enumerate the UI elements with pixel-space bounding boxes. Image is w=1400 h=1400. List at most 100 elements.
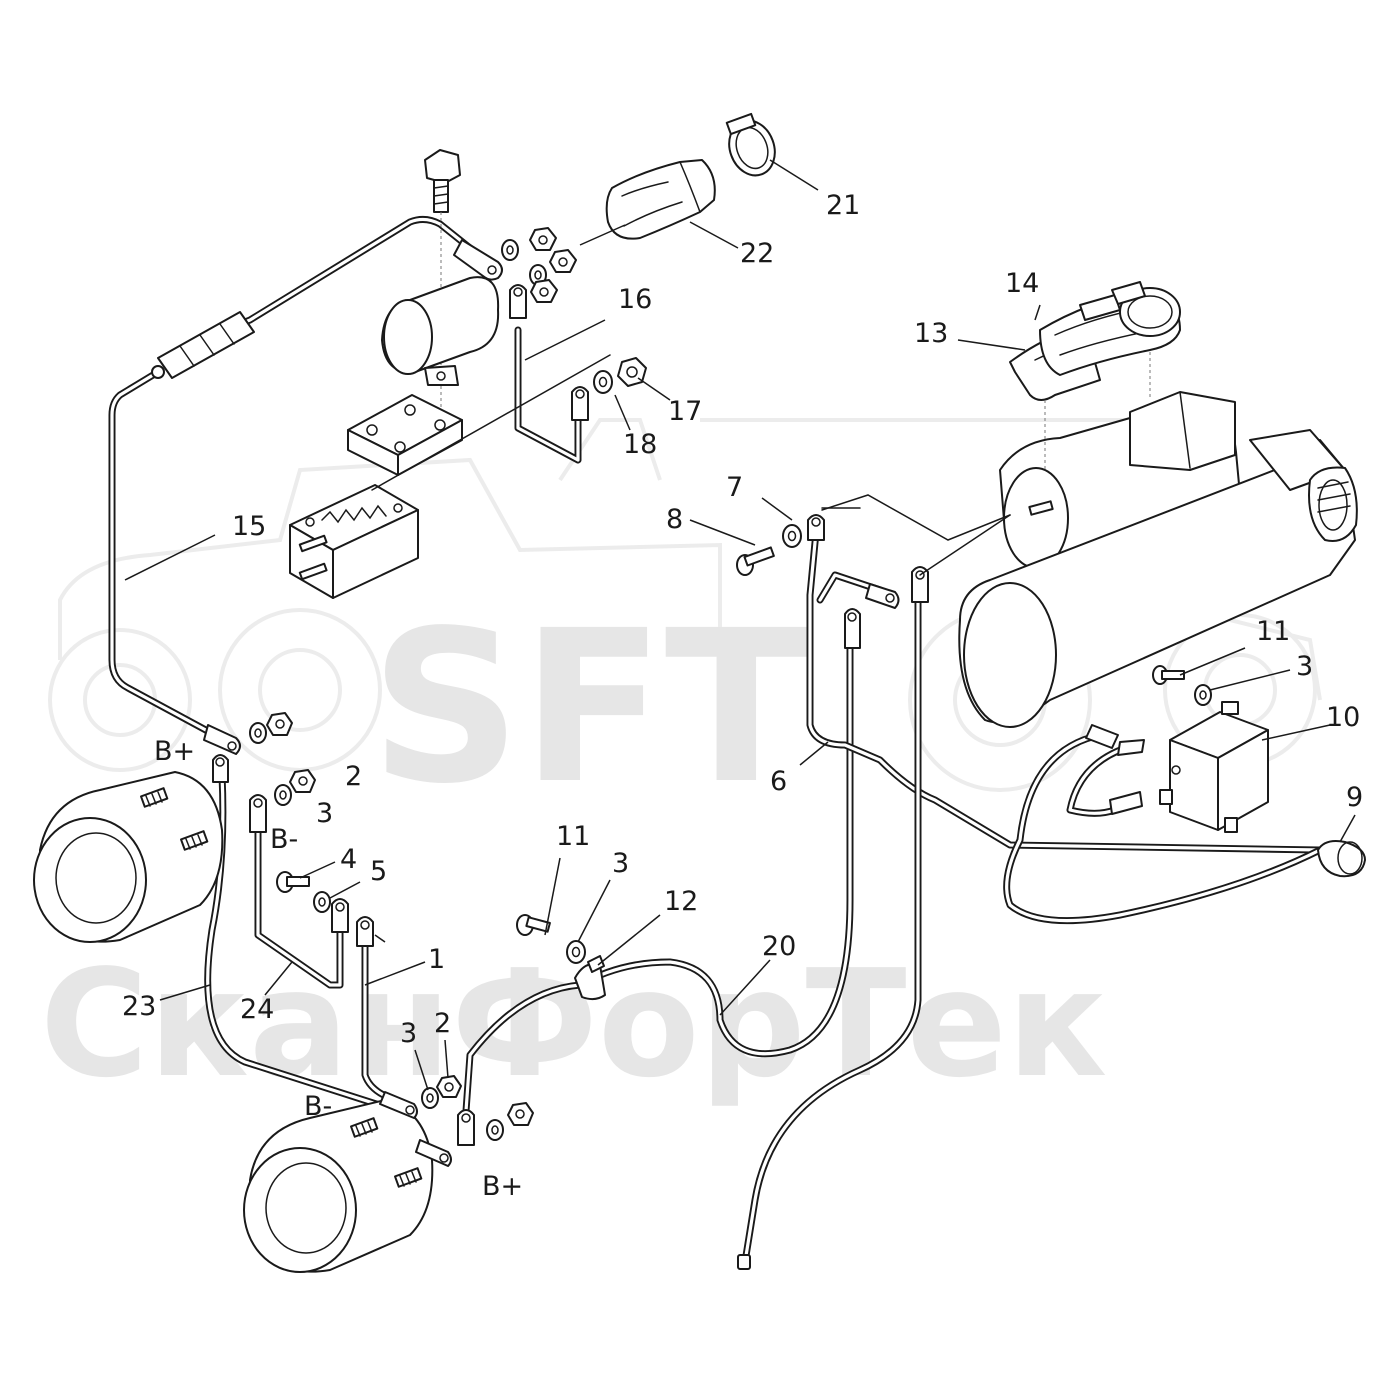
ring-terminal-20-end [457, 1109, 475, 1146]
ring-terminal-23-bottom [415, 1139, 452, 1167]
washer-7 [782, 524, 802, 548]
callout-2-bottom: 2 [434, 1008, 451, 1039]
washer-3-top [274, 784, 292, 806]
ring-terminal-6-top [807, 514, 825, 541]
mounting-block [347, 394, 463, 476]
callout-22: 22 [740, 238, 774, 269]
ring-terminal-24-bottom [331, 898, 349, 933]
leader-lines [124, 159, 1356, 1091]
nut-17 [617, 357, 647, 387]
terminal-bminus-bottom: B- [304, 1091, 332, 1122]
ring-terminal-23-top [212, 754, 229, 783]
sensor-9 [1317, 840, 1366, 878]
clamp-14 [1039, 281, 1181, 376]
cable-20 [461, 641, 854, 1129]
ignition-coil [381, 276, 500, 386]
ring-terminal-16-top [509, 284, 527, 319]
battery-bottom-stud-plus [394, 1167, 423, 1188]
cable-24 [254, 826, 344, 989]
cable-long-lead [741, 591, 922, 1266]
callout-11-center: 11 [556, 821, 590, 852]
washer-nut-set-top [501, 227, 577, 303]
screw-4 [276, 871, 310, 893]
callout-7: 7 [726, 472, 743, 503]
callout-3-top: 3 [316, 798, 333, 829]
callout-4: 4 [340, 844, 357, 875]
battery-top-stud-minus [180, 830, 209, 851]
screw-8 [736, 546, 775, 576]
nut-2-top [289, 769, 316, 793]
watermark-brand: СканФорТек [40, 938, 1107, 1110]
hose-clamp [725, 112, 776, 177]
callout-11-right: 11 [1256, 616, 1290, 647]
ring-terminal-1-bottom [379, 1091, 418, 1119]
terminal-bminus-top: B- [270, 824, 298, 855]
callout-20: 20 [762, 931, 796, 962]
washer-3-center [566, 940, 586, 964]
cable-relay-leads [1003, 731, 1324, 925]
battery-top [33, 771, 224, 943]
cable-15 [108, 215, 499, 739]
ring-terminal-center-a [844, 608, 861, 649]
callout-8: 8 [666, 504, 683, 535]
wire-to-starter-solenoid [919, 514, 1011, 576]
hex-bolt [424, 149, 461, 213]
washer-18 [593, 370, 613, 394]
callout-3-center: 3 [612, 848, 629, 879]
callout-3-right: 3 [1296, 651, 1313, 682]
harness-connector [151, 311, 255, 379]
callout-14: 14 [1005, 268, 1039, 299]
callout-9: 9 [1346, 782, 1363, 813]
leader-block-to-module [371, 354, 611, 491]
relay-terminals [1085, 724, 1145, 815]
washer-3-bottom [421, 1087, 439, 1109]
resistor-module [289, 484, 419, 599]
battery-bottom [243, 1099, 434, 1273]
ring-terminal-center-b [865, 583, 900, 609]
callout-2-top: 2 [345, 761, 362, 792]
washer-nut-bplus-top [249, 712, 293, 744]
cable-6 [806, 528, 1324, 854]
relay-10 [1159, 701, 1269, 833]
ring-terminal-24-top [249, 794, 267, 833]
ring-terminal-15-end [203, 724, 241, 755]
battery-bottom-stud-minus [350, 1117, 379, 1138]
ring-terminal-center-c [911, 566, 929, 603]
terminal-bplus-bottom: B+ [482, 1171, 523, 1202]
screw-11-center [516, 914, 551, 936]
callout-6: 6 [770, 766, 787, 797]
cable-clip-12 [574, 955, 606, 1001]
callout-21: 21 [826, 190, 860, 221]
callout-13: 13 [914, 318, 948, 349]
ring-terminal-coil-top [453, 239, 503, 281]
cable-16 [514, 326, 582, 464]
callouts: 21 22 16 17 18 14 13 15 7 8 11 3 10 9 6 … [122, 190, 1363, 1202]
callout-17: 17 [668, 396, 702, 427]
callout-12: 12 [664, 886, 698, 917]
callout-10: 10 [1326, 702, 1360, 733]
callout-1: 1 [428, 944, 445, 975]
washer-5 [313, 891, 331, 913]
callout-23: 23 [122, 991, 156, 1022]
starter-motor [958, 391, 1358, 728]
callout-18: 18 [623, 429, 657, 460]
watermark-logo: SFT [370, 585, 808, 830]
battery-top-stud-plus [140, 787, 169, 808]
callout-5: 5 [370, 856, 387, 887]
callout-3-bottom: 3 [400, 1018, 417, 1049]
screw-11-right [1152, 665, 1185, 685]
callout-24: 24 [240, 994, 274, 1025]
washer-nut-bplus-bottom [486, 1102, 534, 1141]
terminal-bplus-top: B+ [154, 736, 195, 767]
wire-to-starter-stud [821, 494, 1011, 541]
callout-16: 16 [618, 284, 652, 315]
ring-terminal-1-top [356, 916, 374, 947]
lead-end-bottom [737, 1254, 751, 1270]
callout-15: 15 [232, 511, 266, 542]
washer-3-right [1194, 684, 1212, 706]
rubber-boot [605, 159, 716, 240]
ring-terminal-16-right [571, 386, 589, 421]
nut-2-bottom [436, 1075, 462, 1098]
